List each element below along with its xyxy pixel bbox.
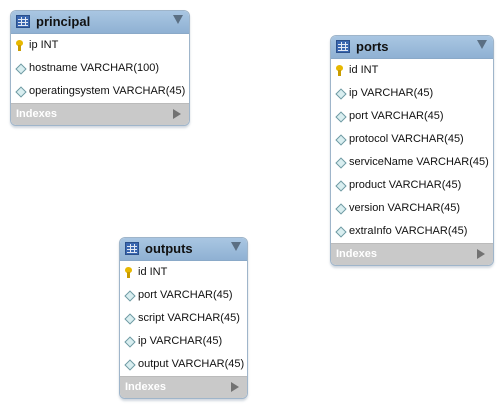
indexes-label: Indexes [125,381,166,393]
indexes-label: Indexes [336,248,377,260]
table-title: ports [356,39,389,54]
indexes-section[interactable]: Indexes [120,376,247,398]
table-ports[interactable]: ports id INT ip VARCHAR(45) port VARCHAR… [330,35,494,266]
table-header[interactable]: principal [11,11,189,34]
column-row[interactable]: ip VARCHAR(45) [120,330,247,353]
collapse-icon[interactable] [477,40,487,49]
column-label: ip VARCHAR(45) [349,87,434,99]
column-label: id INT [349,64,379,76]
column-row[interactable]: extraInfo VARCHAR(45) [331,220,493,243]
column-label: output VARCHAR(45) [138,358,245,370]
column-row[interactable]: hostname VARCHAR(100) [11,57,189,80]
column-label: protocol VARCHAR(45) [349,133,464,145]
column-diamond-icon [15,63,27,75]
table-title: principal [36,14,91,29]
column-label: version VARCHAR(45) [349,202,461,214]
expand-arrow-icon[interactable] [231,382,239,392]
column-row[interactable]: ip INT [11,34,189,57]
column-diamond-icon [335,111,347,123]
table-icon [16,15,30,28]
column-label: id INT [138,266,168,278]
column-label: port VARCHAR(45) [138,289,233,301]
table-principal[interactable]: principal ip INT hostname VARCHAR(100) o… [10,10,190,126]
column-label: port VARCHAR(45) [349,110,444,122]
column-label: serviceName VARCHAR(45) [349,156,489,168]
column-label: ip VARCHAR(45) [138,335,223,347]
column-row[interactable]: script VARCHAR(45) [120,307,247,330]
primary-key-icon [16,40,23,51]
column-diamond-icon [124,313,136,325]
column-label: ip INT [29,39,59,51]
column-diamond-icon [335,203,347,215]
column-row[interactable]: product VARCHAR(45) [331,174,493,197]
collapse-icon[interactable] [231,242,241,251]
column-label: hostname VARCHAR(100) [29,62,160,74]
column-row[interactable]: output VARCHAR(45) [120,353,247,376]
column-row[interactable]: id INT [331,59,493,82]
column-row[interactable]: port VARCHAR(45) [120,284,247,307]
column-diamond-icon [124,336,136,348]
column-row[interactable]: id INT [120,261,247,284]
table-header[interactable]: ports [331,36,493,59]
column-row[interactable]: operatingsystem VARCHAR(45) [11,80,189,103]
expand-arrow-icon[interactable] [173,109,181,119]
column-diamond-icon [335,88,347,100]
table-icon [125,242,139,255]
column-label: script VARCHAR(45) [138,312,240,324]
column-row[interactable]: ip VARCHAR(45) [331,82,493,105]
primary-key-icon [125,267,132,278]
column-diamond-icon [335,226,347,238]
indexes-section[interactable]: Indexes [331,243,493,265]
table-icon [336,40,350,53]
column-diamond-icon [335,180,347,192]
table-header[interactable]: outputs [120,238,247,261]
column-row[interactable]: protocol VARCHAR(45) [331,128,493,151]
indexes-section[interactable]: Indexes [11,103,189,125]
column-diamond-icon [335,157,347,169]
column-diamond-icon [335,134,347,146]
column-row[interactable]: version VARCHAR(45) [331,197,493,220]
column-label: product VARCHAR(45) [349,179,462,191]
table-outputs[interactable]: outputs id INT port VARCHAR(45) script V… [119,237,248,399]
table-title: outputs [145,241,193,256]
expand-arrow-icon[interactable] [477,249,485,259]
primary-key-icon [336,65,343,76]
collapse-icon[interactable] [173,15,183,24]
column-row[interactable]: serviceName VARCHAR(45) [331,151,493,174]
column-diamond-icon [124,359,136,371]
column-row[interactable]: port VARCHAR(45) [331,105,493,128]
column-diamond-icon [15,86,27,98]
indexes-label: Indexes [16,108,57,120]
column-label: extraInfo VARCHAR(45) [349,225,468,237]
column-label: operatingsystem VARCHAR(45) [29,85,186,97]
column-diamond-icon [124,290,136,302]
